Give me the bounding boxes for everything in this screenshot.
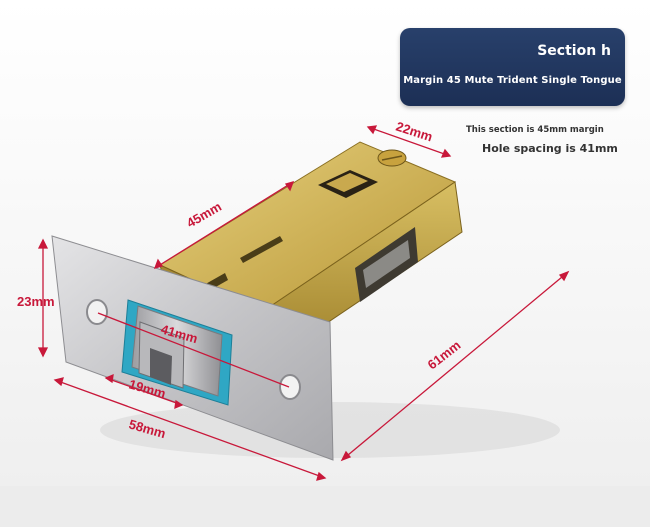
dim-label-backset: 45mm (184, 199, 224, 231)
hole-spacing-note: Hole spacing is 41mm (482, 142, 618, 155)
dim-label-plate-height: 23mm (17, 294, 55, 309)
dim-label-body-length: 61mm (425, 337, 464, 372)
margin-note: This section is 45mm margin (466, 125, 604, 135)
section-badge: Section h Margin 45 Mute Trident Single … (400, 28, 625, 106)
screw-hole-right (279, 374, 301, 400)
latch-tongue (121, 299, 233, 406)
badge-title: Section h (537, 43, 611, 59)
footer-band (0, 486, 650, 527)
badge-subtitle: Margin 45 Mute Trident Single Tongue (403, 75, 622, 86)
dimension-lines (37, 125, 570, 481)
dim-label-depth: 22mm (394, 119, 434, 145)
screw-hole-left (86, 299, 108, 325)
